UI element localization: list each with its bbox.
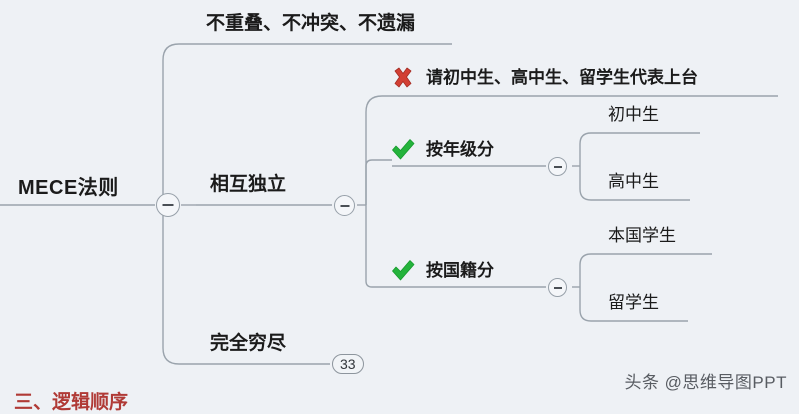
minus-glyph [553, 286, 562, 289]
branch-node-2-2-toggle-minus-circle-icon[interactable] [548, 157, 567, 176]
root-node-label: MECE法则 [18, 177, 119, 199]
branch-node-2-3-label: 按国籍分 [426, 261, 494, 281]
branch-node-1-label: 不重叠、不冲突、不遗漏 [206, 13, 416, 34]
mindmap-canvas: MECE法则 不重叠、不冲突、不遗漏 相互独立 完全穷尽 33 请初中生、高中生… [0, 13, 787, 413]
branch-node-3-label: 完全穷尽 [210, 333, 287, 354]
leaf-node-2-3-2[interactable]: 留学生 [604, 293, 663, 316]
check-mark-icon [390, 137, 416, 163]
branch-node-2-2-label: 按年级分 [426, 140, 494, 160]
branch-node-2-3[interactable]: 按国籍分 [390, 258, 498, 284]
branch-node-3[interactable]: 完全穷尽 [206, 333, 290, 358]
branch-node-2-2[interactable]: 按年级分 [390, 137, 498, 163]
leaf-node-2-3-1-label: 本国学生 [608, 226, 676, 245]
branch-node-2[interactable]: 相互独立 [206, 174, 290, 199]
root-toggle-minus-circle-icon[interactable] [156, 193, 180, 217]
check-mark-icon [390, 258, 416, 284]
leaf-node-2-2-1[interactable]: 初中生 [604, 105, 663, 128]
leaf-node-2-3-1[interactable]: 本国学生 [604, 226, 680, 249]
leaf-node-2-2-1-label: 初中生 [608, 105, 659, 124]
branch-node-2-3-toggle-minus-circle-icon[interactable] [548, 278, 567, 297]
leaf-node-2-2-2[interactable]: 高中生 [604, 172, 663, 195]
minus-glyph [162, 204, 174, 206]
branch-node-2-toggle-minus-circle-icon[interactable] [334, 195, 355, 216]
root-node[interactable]: MECE法则 [14, 177, 123, 202]
branch-node-3-count-badge[interactable]: 33 [332, 354, 364, 374]
branch-node-1[interactable]: 不重叠、不冲突、不遗漏 [202, 13, 419, 38]
branch-node-2-label: 相互独立 [210, 174, 287, 195]
minus-glyph [553, 165, 562, 168]
leaf-node-2-2-2-label: 高中生 [608, 172, 659, 191]
watermark: 头条 @思维导图PPT [624, 373, 787, 392]
leaf-node-2-3-2-label: 留学生 [608, 293, 659, 312]
branch-node-2-1[interactable]: 请初中生、高中生、留学生代表上台 [390, 65, 702, 91]
cross-mark-icon [390, 65, 416, 91]
minus-glyph [340, 204, 349, 207]
branch-node-2-1-label: 请初中生、高中生、留学生代表上台 [426, 68, 698, 88]
